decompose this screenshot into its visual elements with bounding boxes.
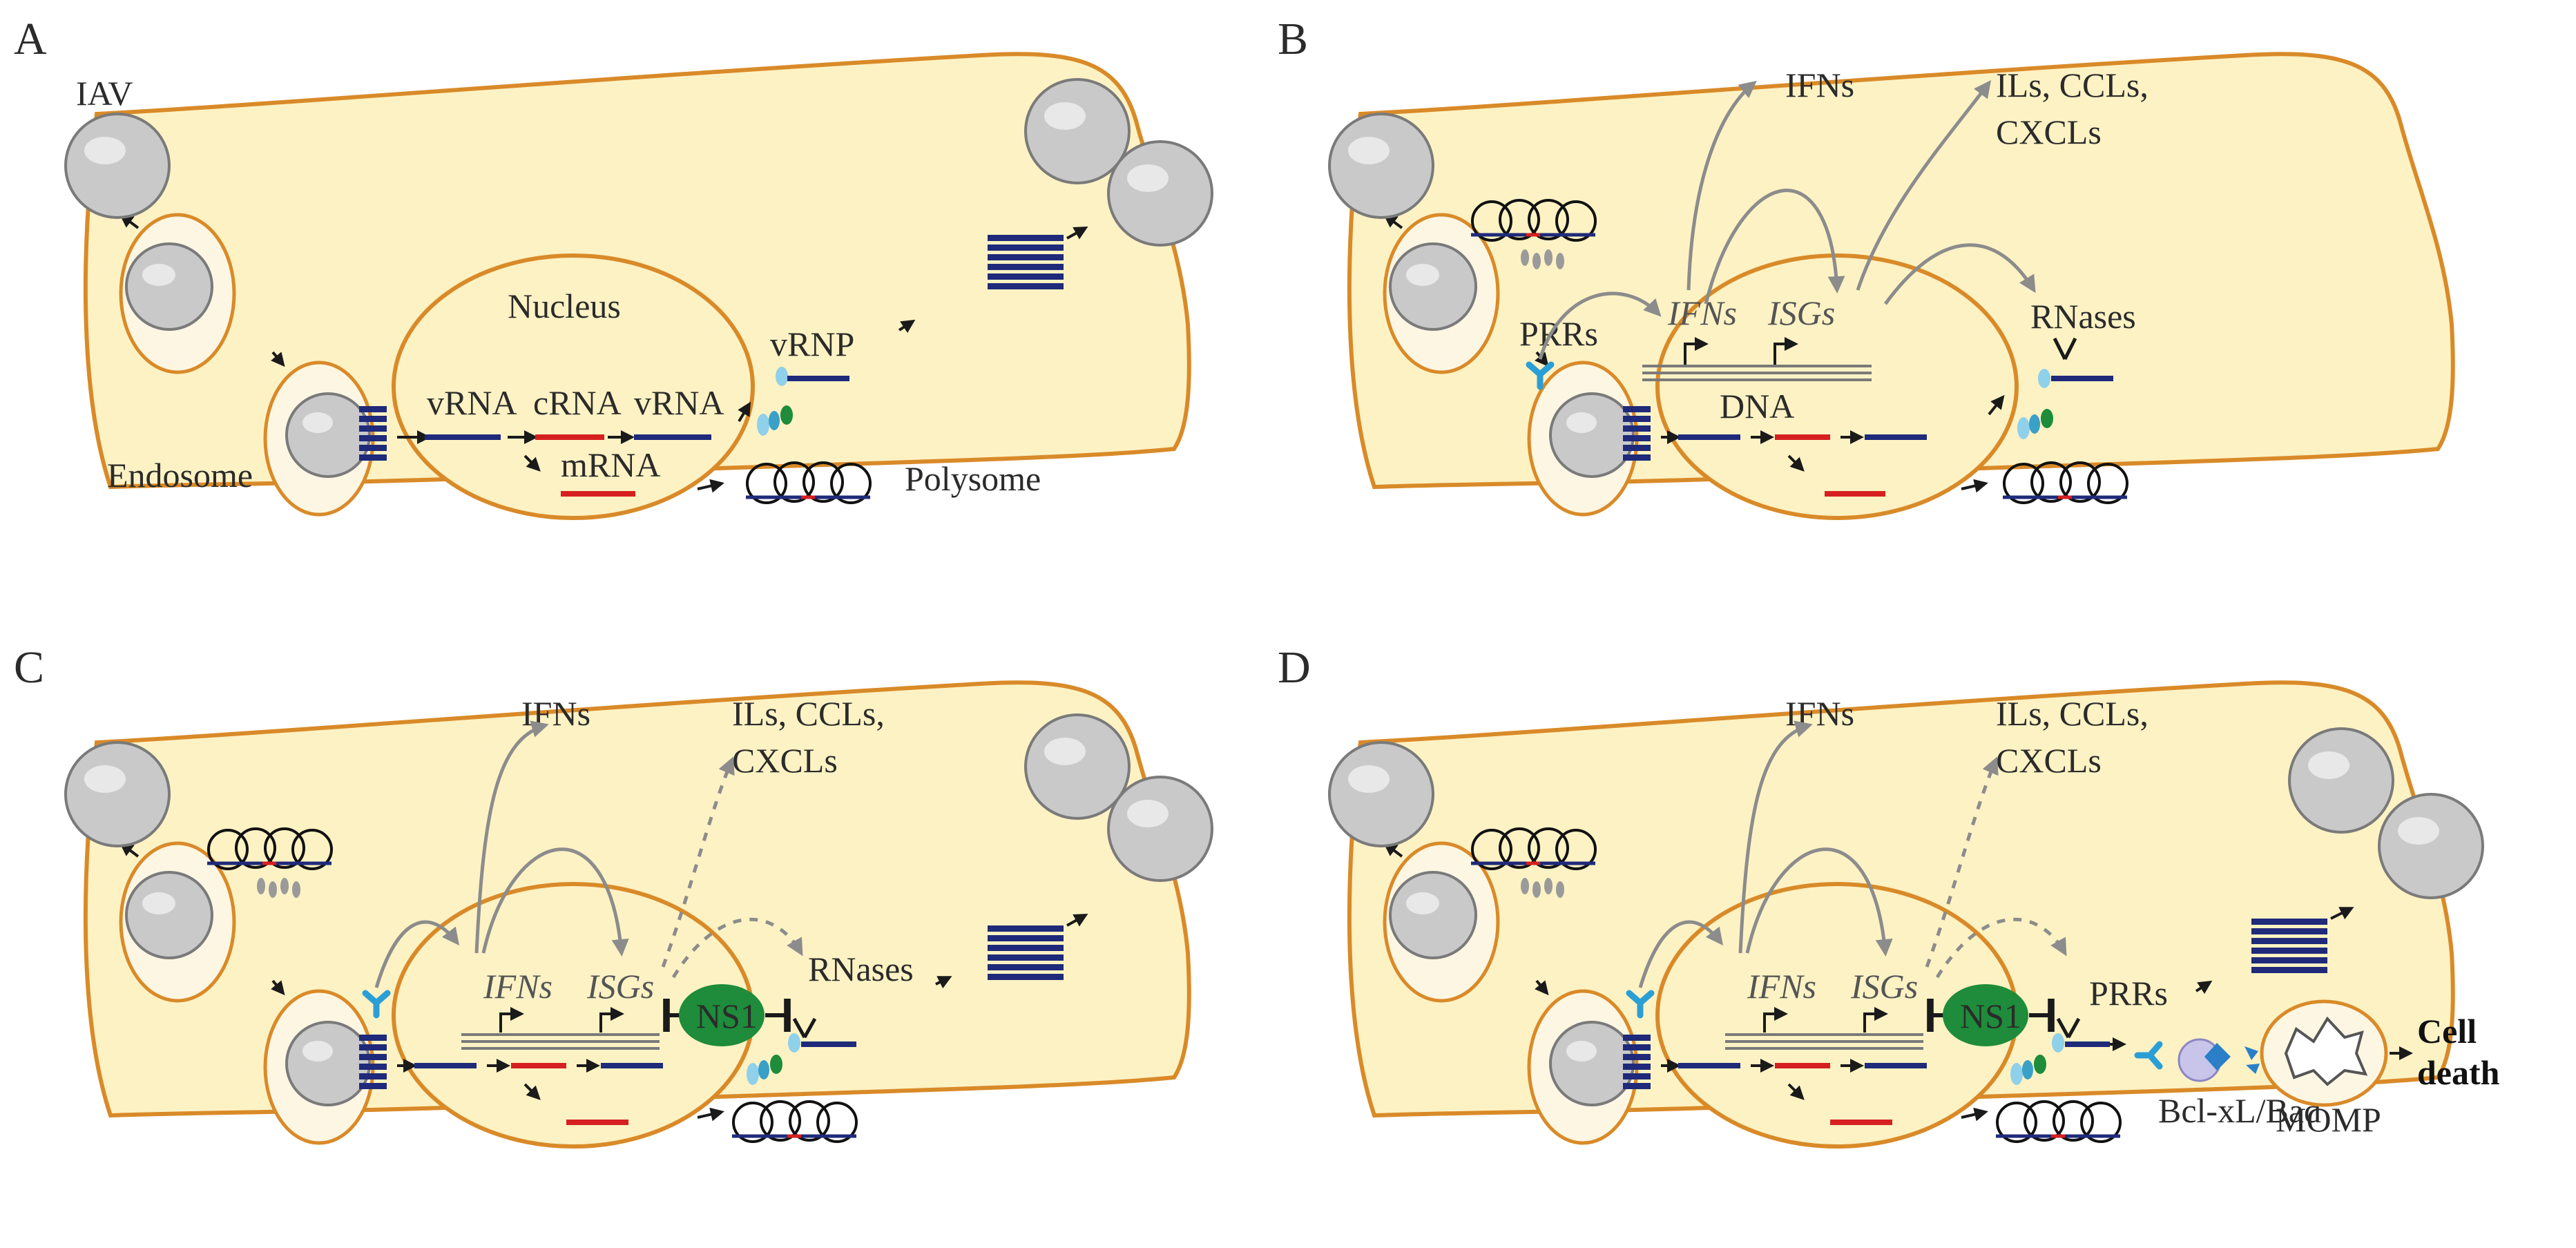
panel-letter: A — [14, 14, 47, 64]
budding-virus — [1024, 713, 1131, 820]
ifns-secreted-label: IFNs — [1785, 66, 1854, 104]
ns1-protein — [1943, 984, 2028, 1046]
influenza-virus — [64, 741, 171, 847]
ifns-secreted-label: IFNs — [521, 694, 590, 733]
ifns-secreted-label: IFNs — [1785, 694, 1854, 733]
panel-letter: D — [1278, 642, 1311, 693]
cytokines-label: ILs, CCLs, — [1996, 694, 2149, 733]
cell-death-label-2: death — [2417, 1053, 2500, 1092]
budding-virus — [1107, 776, 1213, 882]
budding-virus — [1107, 140, 1213, 247]
ns1-protein — [679, 984, 765, 1046]
nucleus — [392, 253, 755, 520]
crna-label: cRNA — [533, 383, 622, 422]
vrnp-label: vRNP — [770, 325, 854, 363]
nucleus — [1655, 253, 2019, 520]
mrna-label: mRNA — [561, 445, 660, 484]
cytokines-label: ILs, CCLs, — [1996, 66, 2149, 104]
cytokines-label: ILs, CCLs, — [732, 694, 885, 733]
dna-label: DNA — [1720, 387, 1794, 425]
ifns-gene-label: IFNs — [1667, 294, 1737, 332]
rnases-label: RNases — [2030, 297, 2136, 336]
panel-letter: C — [14, 642, 44, 693]
cytokines-label-2: CXCLs — [732, 741, 838, 780]
cell-death-label: Cell — [2417, 1012, 2477, 1050]
vrna-label-2: vRNA — [634, 383, 724, 422]
panel-d: D IFNs ILs, CCLs, CXCLs IFNs ISGs NS1 — [1278, 642, 2500, 1149]
vrna-label: vRNA — [427, 383, 517, 422]
panel-c: C IFNs ILs, CCLs, CXCLs IFNs ISGs NS1 RN… — [14, 642, 1213, 1149]
isgs-gene-label: ISGs — [1767, 294, 1835, 332]
iav-label: IAV — [76, 74, 133, 113]
panel-a: A Nucleus IAV Endosome vRNA cRNA vRNA mR… — [14, 14, 1213, 520]
nucleus-label: Nucleus — [508, 287, 621, 325]
cytokines-label-2: CXCLs — [1996, 741, 2102, 780]
momp-label: MOMP — [2276, 1100, 2381, 1139]
influenza-virus — [64, 113, 171, 219]
panel-letter: B — [1278, 14, 1308, 64]
influenza-virus — [1328, 741, 1434, 847]
ns1-label: NS1 — [696, 997, 758, 1035]
ns1-label: NS1 — [1960, 997, 2021, 1035]
isgs-gene-label: ISGs — [1850, 967, 1918, 1006]
endosome-label: Endosome — [107, 456, 253, 495]
panel-b: B IFNs ILs, CCLs, CXCLs PRRs IFNs ISGs D… — [1278, 14, 2453, 520]
budding-virus — [2288, 727, 2394, 834]
prrs-label: PRRs — [2089, 974, 2168, 1012]
ifns-gene-label: IFNs — [483, 967, 552, 1006]
cytokines-label-2: CXCLs — [1996, 113, 2102, 151]
polysome-label: Polysome — [905, 459, 1041, 498]
budding-virus — [1024, 78, 1131, 184]
isgs-gene-label: ISGs — [586, 967, 654, 1006]
ifns-gene-label: IFNs — [1747, 967, 1816, 1006]
influenza-virus — [1328, 113, 1434, 219]
rnases-label: RNases — [808, 950, 914, 988]
budding-virus — [2378, 793, 2484, 899]
